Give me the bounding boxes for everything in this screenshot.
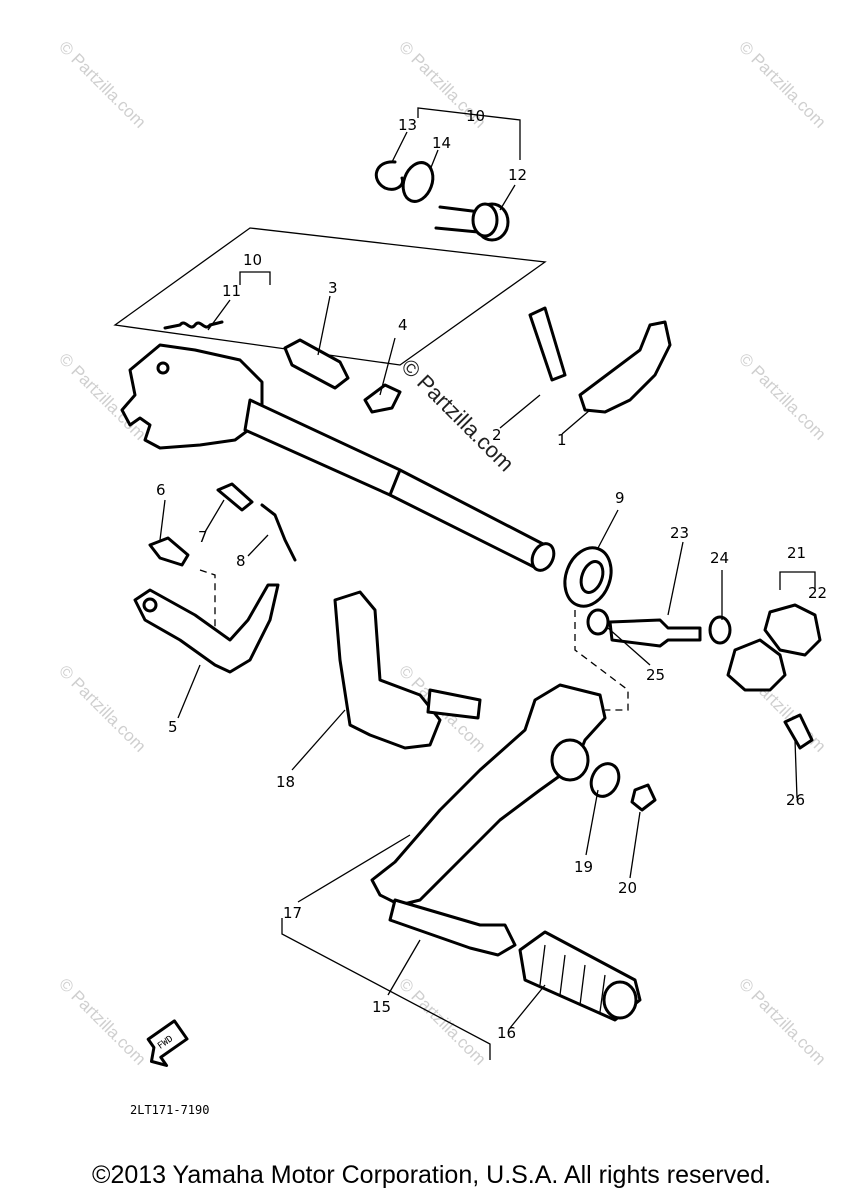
part-11-spring [163, 320, 224, 330]
part-4-clip [363, 383, 402, 414]
shift-arm-hole [156, 361, 170, 375]
part-24-washer [708, 615, 732, 645]
part-label: 25 [646, 666, 665, 684]
part-10-shift-arm [120, 343, 264, 450]
part-17-shift-pedal [370, 683, 607, 907]
part-14-washer [401, 161, 435, 203]
part-label: 24 [710, 549, 729, 567]
watermark: © Partzilla.com [55, 661, 149, 755]
part-label: 1 [557, 431, 567, 449]
alignment-line [199, 569, 216, 640]
watermark-center: © Partzilla.com [396, 354, 519, 477]
part-label: 8 [236, 552, 246, 570]
part-label: 18 [276, 773, 295, 791]
diagram-code: 2LT171-7190 [130, 1103, 209, 1117]
watermark: © Partzilla.com [735, 349, 829, 443]
part-9-oil-seal [563, 546, 613, 608]
part-label: 5 [168, 718, 178, 736]
part-label: 10 [466, 107, 485, 125]
watermark: © Partzilla.com [735, 974, 829, 1068]
part-19-washer [589, 762, 621, 798]
part-8-spring [260, 503, 297, 562]
part-label: 15 [372, 998, 391, 1016]
part-15-shaft [388, 898, 517, 957]
alignment-line [574, 610, 629, 711]
leader-lines [159, 131, 798, 1029]
bracket-10-left [239, 271, 271, 285]
part-label: 20 [618, 879, 637, 897]
part-13-circlip [374, 160, 405, 191]
part-23-bolt [608, 618, 702, 648]
part-3-stud-bolt [283, 338, 350, 390]
part-18-pin [426, 688, 482, 720]
part-18-link [333, 590, 442, 750]
part-5-lever [133, 583, 280, 674]
part-25-nut [586, 608, 610, 636]
part-label: 7 [198, 528, 208, 546]
fwd-arrow-icon: FWD [146, 1019, 189, 1067]
bracket-10-top [417, 107, 521, 160]
bracket-21 [779, 571, 816, 590]
part-label: 16 [497, 1024, 516, 1042]
watermark: © Partzilla.com [55, 974, 149, 1068]
part-label: 19 [574, 858, 593, 876]
part-label: 3 [328, 279, 338, 297]
part-5-hole [142, 597, 158, 613]
watermark: © Partzilla.com [735, 37, 829, 131]
part-label: 10 [243, 251, 262, 269]
part-22-joint [763, 603, 822, 657]
part-label: 17 [283, 904, 302, 922]
part-label: 13 [398, 116, 417, 134]
part-label: 22 [808, 584, 827, 602]
part-label: 14 [432, 134, 451, 152]
part-label: 6 [156, 481, 166, 499]
part-7-bolt [216, 482, 254, 512]
part-label: 12 [508, 166, 527, 184]
copyright-notice: ©2013 Yamaha Motor Corporation, U.S.A. A… [92, 1161, 771, 1189]
part-17-boss [550, 738, 590, 782]
part-labels: 1 2 3 4 5 6 7 8 9 10 10 11 12 13 14 15 1… [156, 107, 827, 1042]
part-1-stopper-lever [578, 320, 672, 414]
part-6-bolt [148, 536, 190, 567]
part-label: 11 [222, 282, 241, 300]
part-label: 2 [492, 426, 502, 444]
part-label: 9 [615, 489, 625, 507]
part-21-rod-end [726, 638, 787, 692]
part-16-rubber [518, 930, 642, 1022]
part-label: 23 [670, 524, 689, 542]
watermark: © Partzilla.com [395, 974, 489, 1068]
shift-shaft [243, 398, 556, 572]
part-2-pin [528, 306, 567, 382]
part-12-spring [434, 202, 510, 242]
part-20-clip [630, 783, 657, 812]
part-label: 21 [787, 544, 806, 562]
part-26-bolt [783, 713, 814, 750]
bracket-15 [281, 918, 491, 1060]
part-label: 26 [786, 791, 805, 809]
watermark: © Partzilla.com [55, 37, 149, 131]
part-label: 4 [398, 316, 408, 334]
